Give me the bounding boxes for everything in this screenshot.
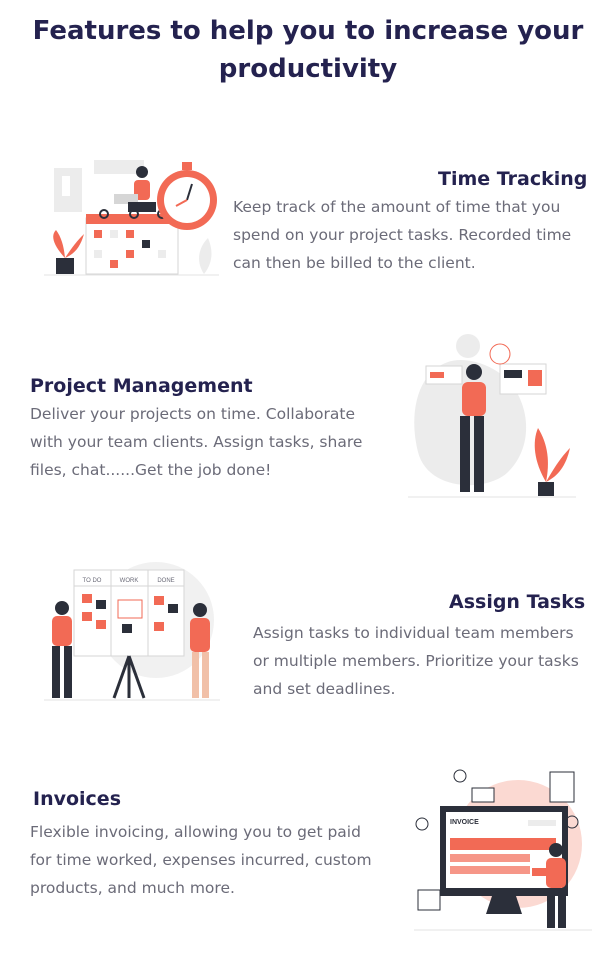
assign-tasks-illustration: TO DO WORK DONE bbox=[44, 560, 220, 704]
feature-text-invoices: Flexible invoicing, allowing you to get … bbox=[30, 818, 372, 902]
feature-text-line: Keep track of the amount of time that yo… bbox=[233, 198, 561, 216]
feature-heading-project-management: Project Management bbox=[30, 375, 253, 397]
feature-text-line: Assign tasks to individual team members bbox=[253, 624, 574, 642]
page-title: Features to help you to increase your pr… bbox=[0, 12, 616, 88]
feature-text-line: for time worked, expenses incurred, cust… bbox=[30, 851, 372, 869]
page-title-line-1: Features to help you to increase your bbox=[32, 16, 584, 46]
invoices-illustration: INVOICE bbox=[414, 764, 594, 934]
feature-text-line: with your team clients. Assign tasks, sh… bbox=[30, 433, 363, 451]
board-column-work: WORK bbox=[120, 578, 139, 584]
feature-text-line: spend on your project tasks. Recorded ti… bbox=[233, 226, 572, 244]
feature-text-line: or multiple members. Prioritize your tas… bbox=[253, 652, 579, 670]
feature-heading-assign-tasks: Assign Tasks bbox=[449, 591, 586, 613]
feature-heading-time-tracking: Time Tracking bbox=[438, 168, 588, 190]
feature-text-line: products, and much more. bbox=[30, 879, 235, 897]
project-management-illustration bbox=[408, 332, 578, 502]
feature-text-line: Flexible invoicing, allowing you to get … bbox=[30, 823, 361, 841]
feature-text-line: Deliver your projects on time. Collabora… bbox=[30, 405, 356, 423]
invoice-label: INVOICE bbox=[450, 819, 479, 826]
time-tracking-illustration bbox=[44, 158, 224, 280]
page-title-line-2: productivity bbox=[218, 54, 398, 84]
feature-text-time-tracking: Keep track of the amount of time that yo… bbox=[233, 193, 571, 277]
feature-text-line: files, chat......Get the job done! bbox=[30, 461, 272, 479]
board-column-done: DONE bbox=[157, 578, 174, 584]
feature-text-project-management: Deliver your projects on time. Collabora… bbox=[30, 400, 362, 484]
feature-text-line: can then be billed to the client. bbox=[233, 254, 476, 272]
feature-text-assign-tasks: Assign tasks to individual team members … bbox=[253, 619, 579, 703]
feature-heading-invoices: Invoices bbox=[33, 788, 122, 810]
board-column-todo: TO DO bbox=[83, 578, 102, 584]
feature-text-line: and set deadlines. bbox=[253, 680, 396, 698]
